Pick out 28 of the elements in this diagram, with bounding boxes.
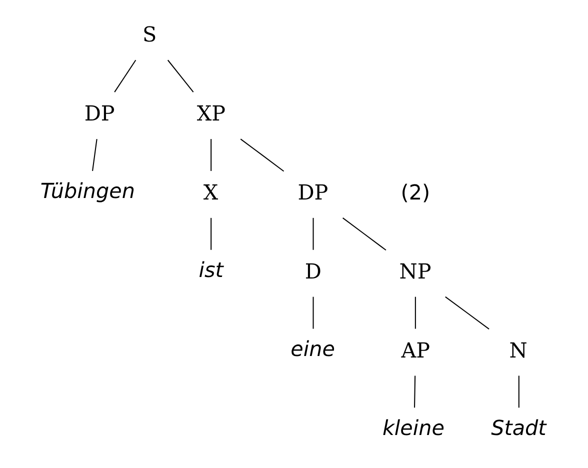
connector (342, 218, 386, 251)
node-text: AP (400, 338, 430, 362)
label: (2) (400, 180, 430, 204)
node-text: XP (196, 102, 226, 126)
connector (518, 376, 519, 408)
node-text: D (304, 259, 321, 284)
node-text: Tübingen (40, 179, 134, 204)
node-text: kleine (382, 416, 444, 440)
node-text: S (142, 22, 156, 47)
connector (92, 138, 97, 172)
node-text: DP (84, 102, 114, 126)
connector (240, 138, 284, 172)
connector (114, 60, 136, 92)
node-text: DP (297, 180, 328, 204)
node-text: N (508, 338, 527, 362)
connector (210, 139, 212, 171)
connector (414, 376, 416, 408)
node-text: X (202, 180, 218, 204)
node-text: eine (290, 336, 334, 361)
connector (444, 296, 489, 330)
node-text: ist (198, 258, 223, 282)
node-text: Stadt (490, 416, 546, 440)
node-text: NP (398, 259, 431, 284)
connector (312, 218, 314, 250)
connector (414, 296, 416, 329)
connector (312, 296, 314, 329)
connector (166, 60, 194, 92)
connector (210, 218, 212, 250)
